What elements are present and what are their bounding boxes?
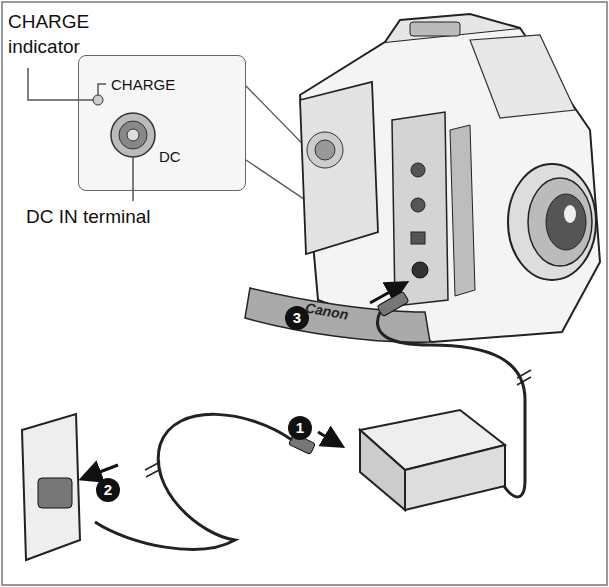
- callout-number: 1: [289, 417, 311, 439]
- inset-drawing: [78, 55, 246, 191]
- part-label: CHARGE indicator: [8, 10, 120, 59]
- inset-label: CHARGE: [111, 76, 175, 93]
- part-label: DC IN terminal: [26, 205, 151, 230]
- inset-label: DC: [159, 148, 181, 165]
- callout-number: 2: [97, 479, 119, 501]
- inset-box: CHARGE DC: [78, 55, 246, 191]
